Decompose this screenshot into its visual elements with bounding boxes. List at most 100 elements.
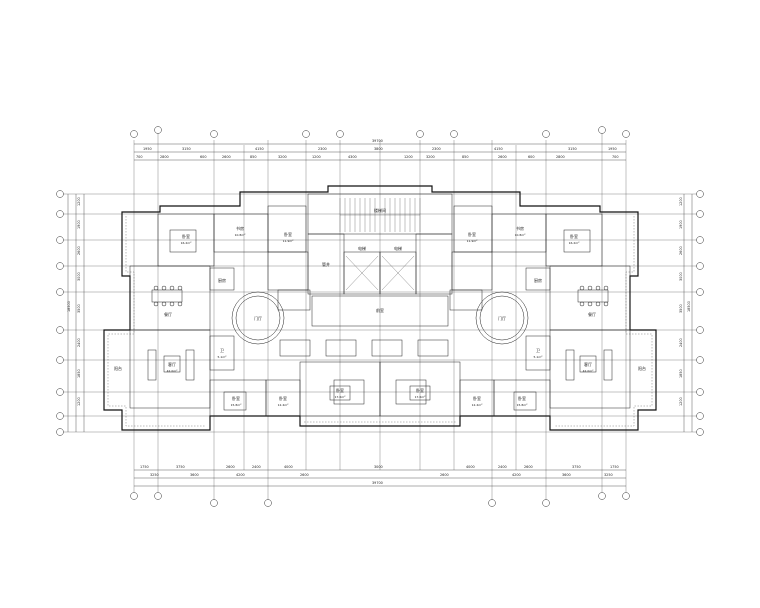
top-dim2-15: 700 bbox=[612, 155, 618, 159]
top-dim2-10: 3200 bbox=[426, 155, 435, 159]
room-bath-r: 卫 bbox=[536, 348, 540, 353]
room-bedroom-l4-area: 12.4m² bbox=[278, 403, 290, 407]
room-stair: 楼梯间 bbox=[374, 207, 386, 213]
room-bedroom-r3: 卧室 bbox=[518, 395, 526, 401]
bottom-dim-7: 4000 bbox=[466, 465, 475, 469]
top-dim2-14: 2800 bbox=[556, 155, 565, 159]
room-bedroom-l1-area: 16.2m² bbox=[181, 241, 193, 245]
overall-width-bottom: 39700 bbox=[372, 481, 383, 485]
room-bath-l-area: 5.1m² bbox=[218, 355, 228, 359]
bottom-dim-1: 1750 bbox=[140, 465, 149, 469]
overall-width-top: 39700 bbox=[372, 139, 383, 143]
interior-walls bbox=[129, 193, 631, 417]
room-hall-l: 门厅 bbox=[254, 315, 262, 321]
left-dim-6: 2400 bbox=[77, 338, 81, 347]
room-living-r: 客厅 bbox=[584, 361, 592, 367]
top-dim-6: 2300 bbox=[432, 147, 441, 151]
left-dim-3: 2600 bbox=[77, 246, 81, 255]
room-bath-r-area: 5.1m² bbox=[534, 355, 544, 359]
room-kitchen-r: 厨房 bbox=[534, 277, 542, 283]
left-dim-1: 1200 bbox=[77, 197, 81, 206]
right-dim-3: 2600 bbox=[679, 246, 683, 255]
room-bedroom-r4: 卧室 bbox=[473, 395, 481, 401]
room-bedroom-r3-area: 15.8m² bbox=[517, 403, 529, 407]
right-dim-2: 1900 bbox=[679, 220, 683, 229]
bottom-dim2-7: 3600 bbox=[562, 473, 571, 477]
dimension-texts: 39700 39700 18500 18500 1950 3150 4150 2… bbox=[67, 139, 691, 485]
top-dim-7: 4150 bbox=[494, 147, 503, 151]
bottom-dim2-2: 3600 bbox=[190, 473, 199, 477]
bottom-dim-3: 2600 bbox=[226, 465, 235, 469]
top-dim2-1: 700 bbox=[136, 155, 142, 159]
room-lobby: 前室 bbox=[376, 307, 384, 313]
axis-bubbles-bottom bbox=[130, 492, 630, 507]
top-dim-8: 3150 bbox=[568, 147, 577, 151]
top-dim2-13: 600 bbox=[528, 155, 534, 159]
bottom-dim-8: 2400 bbox=[498, 465, 507, 469]
bottom-dim-6: 3000 bbox=[374, 465, 383, 469]
axis-bubbles-right bbox=[696, 190, 704, 436]
bottom-dim-4: 2400 bbox=[252, 465, 261, 469]
room-bedroom-l2-area: 11.9m² bbox=[283, 239, 295, 243]
room-hall-r: 门厅 bbox=[498, 315, 506, 321]
top-dim-5: 3800 bbox=[374, 147, 383, 151]
room-bedroom-l3-area: 15.8m² bbox=[231, 403, 243, 407]
top-dim-9: 1950 bbox=[608, 147, 617, 151]
top-dim2-9: 1200 bbox=[404, 155, 413, 159]
room-elevator-2: 电梯 bbox=[394, 245, 402, 251]
right-dim-7: 1850 bbox=[679, 369, 683, 378]
left-dim-7: 1850 bbox=[77, 369, 81, 378]
bottom-dim-2: 3750 bbox=[176, 465, 185, 469]
bottom-dim-9: 2600 bbox=[524, 465, 533, 469]
room-bedroom-r2-area: 11.9m² bbox=[467, 239, 479, 243]
room-bedroom-c1: 卧室 bbox=[336, 387, 344, 393]
room-study-l-area: 10.8m² bbox=[235, 233, 247, 237]
room-elevator-1: 电梯 bbox=[358, 245, 366, 251]
circular-lobby-rooms bbox=[231, 291, 529, 345]
room-kitchen-l: 厨房 bbox=[218, 277, 226, 283]
room-balcony-l: 阳台 bbox=[114, 365, 122, 371]
top-dim2-5: 850 bbox=[250, 155, 256, 159]
left-dim-4: 3000 bbox=[77, 272, 81, 281]
left-dim-5: 3500 bbox=[77, 304, 81, 313]
top-dim2-3: 600 bbox=[200, 155, 206, 159]
bottom-dim2-5: 2600 bbox=[440, 473, 449, 477]
top-dim2-6: 3200 bbox=[278, 155, 287, 159]
right-dim-5: 3500 bbox=[679, 304, 683, 313]
room-bedroom-l4: 卧室 bbox=[279, 395, 287, 401]
bottom-dim-10: 3750 bbox=[572, 465, 581, 469]
bottom-dim-11: 1750 bbox=[610, 465, 619, 469]
room-dining-l: 餐厅 bbox=[164, 311, 172, 317]
room-bedroom-r1-area: 16.2m² bbox=[569, 241, 581, 245]
room-balcony-r: 阳台 bbox=[638, 365, 646, 371]
left-dim-8: 1200 bbox=[77, 397, 81, 406]
bottom-dim2-3: 4200 bbox=[236, 473, 245, 477]
room-bedroom-c2-area: 17.6m² bbox=[415, 395, 427, 399]
room-living-r-area: 42.0m² bbox=[583, 369, 595, 373]
overall-height-left: 18500 bbox=[67, 301, 71, 312]
room-bedroom-c2: 卧室 bbox=[416, 387, 424, 393]
room-bedroom-l1: 卧室 bbox=[182, 233, 190, 239]
left-dim-2: 1900 bbox=[77, 220, 81, 229]
room-study-l: 书房 bbox=[236, 225, 244, 231]
top-dim2-4: 2600 bbox=[222, 155, 231, 159]
top-dim2-7: 1200 bbox=[312, 155, 321, 159]
room-bedroom-r4-area: 12.4m² bbox=[472, 403, 484, 407]
room-study-r-area: 10.8m² bbox=[515, 233, 527, 237]
room-bedroom-r2: 卧室 bbox=[468, 231, 476, 237]
top-dim2-11: 850 bbox=[462, 155, 468, 159]
room-dining-r: 餐厅 bbox=[588, 311, 596, 317]
top-dim2-8: 4300 bbox=[348, 155, 357, 159]
room-study-r: 书房 bbox=[516, 225, 524, 231]
room-bedroom-l3: 卧室 bbox=[232, 395, 240, 401]
room-bath-l: 卫 bbox=[220, 348, 224, 353]
room-bedroom-l2: 卧室 bbox=[284, 231, 292, 237]
room-bedroom-c1-area: 17.6m² bbox=[335, 395, 347, 399]
right-dim-4: 3000 bbox=[679, 272, 683, 281]
axis-bubbles-left bbox=[56, 190, 64, 436]
right-dim-1: 1200 bbox=[679, 197, 683, 206]
top-dim-3: 4150 bbox=[255, 147, 264, 151]
top-dim2-2: 2800 bbox=[160, 155, 169, 159]
room-shaft: 管井 bbox=[322, 261, 330, 267]
room-labels: 卧室 16.2m² 书房 10.8m² 卧室 11.9m² 餐厅 客厅 42.0… bbox=[114, 207, 646, 407]
